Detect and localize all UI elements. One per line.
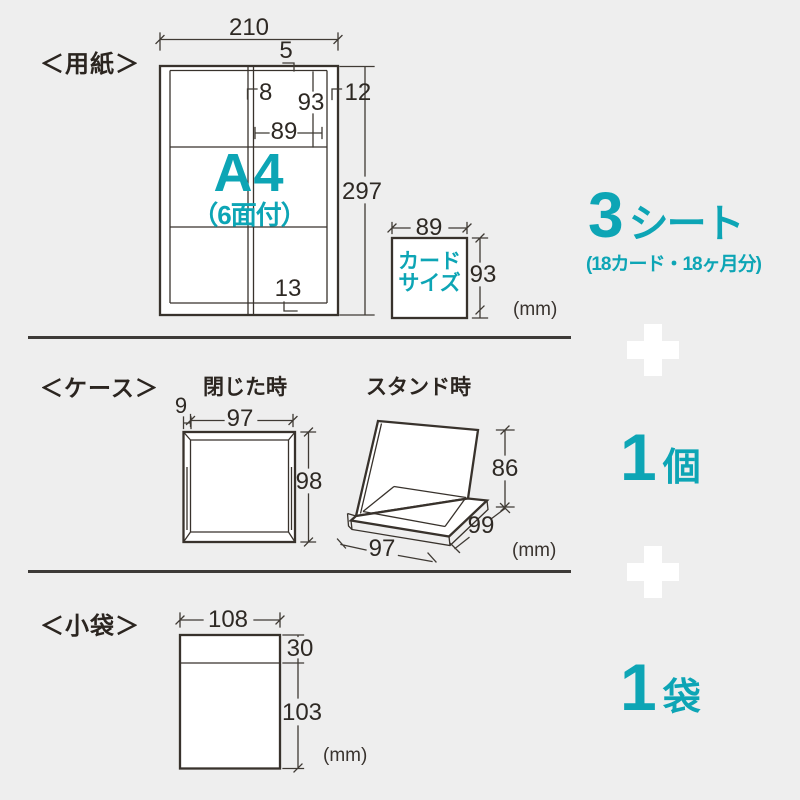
dim-paper-width: 210 [229, 14, 269, 41]
case-closed-details [182, 431, 296, 543]
section-divider-2 [28, 570, 571, 573]
card-dimension-lines [387, 221, 489, 319]
unit-label-case: (mm) [512, 540, 557, 561]
section-divider-1 [28, 336, 571, 339]
case-closed-dimension-lines [182, 413, 317, 547]
dim-stand-height: 86 [492, 455, 519, 482]
dim-paper-bottom-margin: 13 [275, 275, 302, 302]
dim-paper-col-gap: 8 [259, 79, 272, 106]
unit-label-paper: (mm) [513, 299, 558, 320]
card-size-label-line2: サイズ [398, 272, 461, 295]
bag-outline [178, 633, 282, 770]
summary-bag: 1 袋 [620, 654, 701, 720]
dim-card-width: 89 [416, 214, 443, 241]
plus-icon [627, 546, 679, 598]
dim-bag-flap: 30 [287, 635, 314, 662]
unit-label-bag: (mm) [323, 745, 368, 766]
sheet-title-block: A4 （6面付） [160, 146, 338, 228]
dim-paper-top-margin: 5 [279, 37, 292, 64]
case-closed-title: 閉じた時 [203, 376, 287, 399]
card-size-label-line1: カード [398, 250, 461, 273]
case-closed-outline [182, 430, 297, 544]
case-stand-title: スタンド時 [366, 376, 471, 399]
summary-sheets-count: 3 [588, 179, 624, 251]
dim-case-depth: 9 [175, 393, 187, 418]
dim-bag-width: 108 [208, 606, 248, 633]
case-stand-tray [348, 497, 490, 538]
dim-bag-body: 103 [282, 699, 322, 726]
case-stand-details [346, 423, 489, 547]
dim-paper-card-height: 93 [298, 89, 325, 116]
summary-case-count: 1 [620, 420, 657, 494]
paper-sheet-outline [158, 64, 340, 317]
plus-icon-bar-v [644, 546, 662, 598]
summary-sheets-unit: シート [628, 202, 745, 246]
paper-card-grid [169, 66, 328, 315]
plus-icon [627, 324, 679, 376]
sheet-title: A4 [213, 143, 285, 203]
paper-dimension-lines [155, 32, 375, 316]
dim-paper-height: 297 [342, 178, 382, 205]
summary-sheets: 3 シート [588, 179, 745, 251]
dim-case-width: 97 [227, 405, 254, 432]
summary-case: 1 個 [620, 424, 701, 490]
plus-icon-bar-v [644, 324, 662, 376]
dim-stand-depth: 99 [468, 512, 495, 539]
section-label-paper: ＜用紙＞ [40, 51, 140, 78]
case-stand-dimension-lines [336, 425, 515, 563]
summary-bag-count: 1 [620, 650, 657, 724]
summary-bag-unit: 袋 [662, 677, 701, 719]
dim-paper-card-width: 89 [271, 118, 298, 145]
summary-case-unit: 個 [662, 447, 701, 489]
dim-card-height: 93 [470, 261, 497, 288]
card-size-label: カード サイズ [392, 251, 467, 295]
dim-case-height: 98 [296, 468, 323, 495]
dim-stand-width: 97 [369, 535, 396, 562]
summary-sheets-note: (18カード・18ヶ月分) [586, 254, 762, 275]
bag-dimension-lines [175, 612, 305, 773]
section-label-bag: ＜小袋＞ [40, 613, 140, 640]
card-size-outline [390, 236, 469, 320]
dim-paper-right-margin: 12 [345, 79, 372, 106]
sheet-subtitle: （6面付） [192, 200, 306, 230]
section-label-case: ＜ケース＞ [40, 375, 159, 401]
